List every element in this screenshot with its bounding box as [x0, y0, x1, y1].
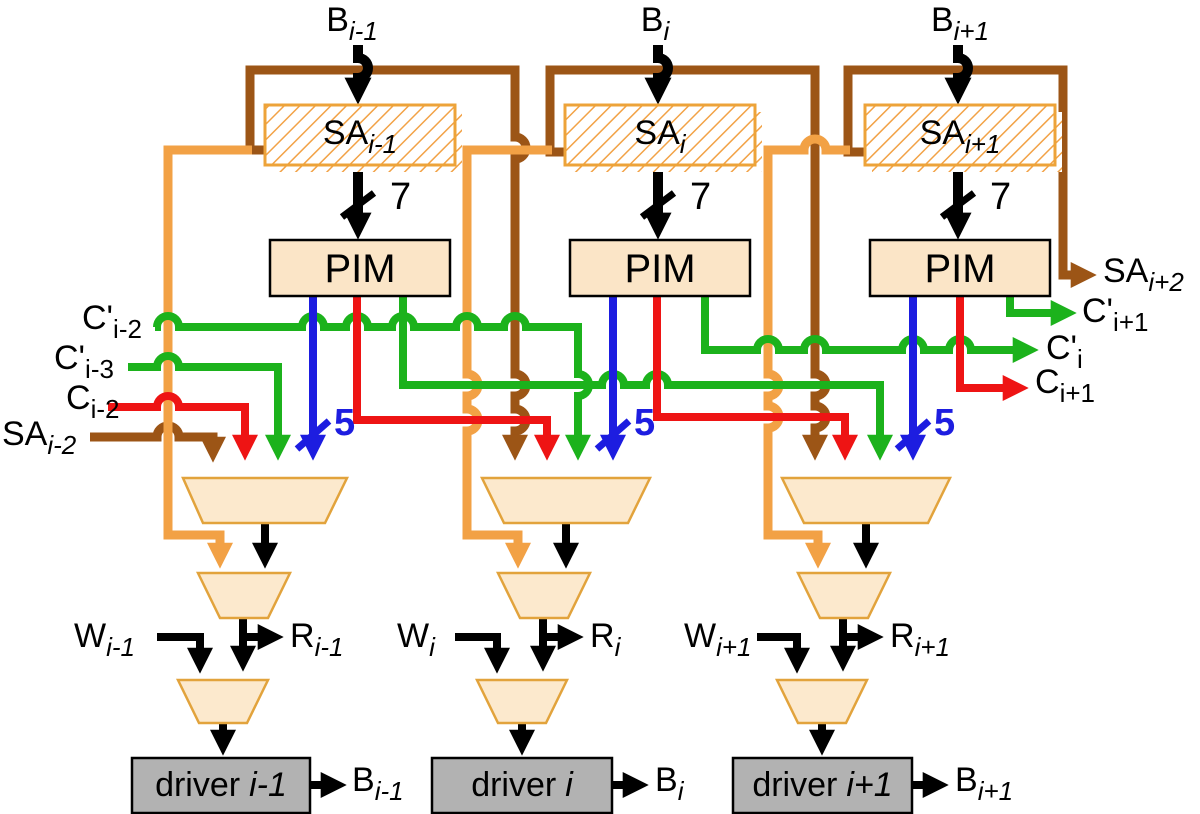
- mux3-trapezoid-col2: [474, 678, 570, 725]
- bus-slash-7-col2: [639, 190, 677, 220]
- wire-w-in-col1: [157, 633, 213, 674]
- sa-box-col1: [263, 103, 457, 167]
- label-b-out-col2: Bi: [655, 761, 684, 806]
- label-sa-i+2: SAi+2: [1103, 252, 1184, 297]
- wire-cprime-i+1-green: [1006, 295, 1077, 326]
- label-r-col3: Ri+1: [890, 617, 950, 662]
- label-c-i-2: Ci-2: [66, 379, 120, 424]
- label-sa-i-2: SAi-2: [2, 415, 77, 460]
- bus-width-7-col1: 7: [390, 176, 412, 218]
- mux3-trapezoid-col1: [175, 678, 271, 725]
- mux-trapezoid-col2: [479, 476, 653, 525]
- wire-sa-i-to-mux3-brown: [545, 65, 831, 461]
- wire-sa-feedback-col2-orange: [462, 145, 552, 569]
- mux-trapezoid-col3: [779, 476, 953, 525]
- mux-trapezoid-col1: [181, 476, 350, 525]
- wire-cprime-i-1-green: [399, 295, 893, 461]
- bus-slash-7-col3: [939, 190, 977, 220]
- label-pim-col3: PIM: [924, 247, 996, 291]
- wire-w-in-col2: [455, 633, 510, 674]
- label-cprime-i-3: C'i-3: [54, 339, 114, 384]
- label-w-col1: Wi-1: [74, 617, 135, 662]
- sa-box-col3: [863, 103, 1057, 167]
- bus-slash-7-col1: [339, 190, 377, 220]
- label-b-in-col3: Bi+1: [930, 1, 990, 46]
- wire-cprime-i-3-green: [128, 352, 291, 461]
- pim-box-col3: [868, 238, 1052, 298]
- driver-box-col3: [731, 756, 914, 814]
- mux2-trapezoid-col3: [795, 571, 893, 620]
- bus-width-7-col2: 7: [690, 176, 712, 218]
- pim-box-col1: [268, 238, 452, 298]
- label-pim-col1: PIM: [324, 247, 396, 291]
- wire-sa-i-1col-to-sa-i-2-brown: [843, 65, 1097, 288]
- label-cprime-i: C'i: [1046, 329, 1083, 374]
- label-b-in-col2: Bi: [640, 1, 670, 46]
- bus-width-5-col1: 5: [334, 402, 356, 444]
- wire-c-i+1-red: [956, 295, 1029, 401]
- wire-c-i-1-red: [353, 295, 560, 461]
- bus-width-7-col3: 7: [990, 176, 1012, 218]
- bus-slash-5-col2: [594, 418, 632, 452]
- label-b-out-col1: Bi-1: [352, 761, 404, 806]
- pim-box-col2: [568, 238, 752, 298]
- wire-sa-feedback-col1-orange: [163, 145, 252, 569]
- wire-w-in-col3: [757, 633, 810, 674]
- wire-c-i-red: [653, 295, 858, 461]
- driver-box-col1: [130, 756, 312, 814]
- wire-b-in-col3: [944, 45, 973, 105]
- wire-b-in-col1: [344, 45, 373, 105]
- wire-cprime-i-green: [701, 295, 1039, 363]
- bus-width-5-col3: 5: [934, 402, 956, 444]
- bus-width-5-col2: 5: [634, 402, 656, 444]
- label-sa-col1: SAi-1: [322, 114, 398, 159]
- bus-slash-5-col3: [894, 418, 932, 452]
- label-pim-col2: PIM: [624, 247, 696, 291]
- label-cprime-i-2: C'i-2: [82, 299, 142, 344]
- label-sa-col2: SAi: [634, 114, 686, 159]
- mux3-trapezoid-col3: [774, 678, 870, 725]
- driver-box-col2: [430, 756, 614, 814]
- label-r-col1: Ri-1: [290, 617, 344, 662]
- wire-sa-i-2-to-mux1-brown: [90, 421, 226, 463]
- label-r-col2: Ri: [590, 617, 621, 662]
- label-sa-col3: SAi+1: [919, 114, 1001, 159]
- label-b-out-col3: Bi+1: [955, 761, 1014, 806]
- wire-b-in-col2: [644, 45, 673, 105]
- sa-box-col2: [563, 103, 757, 167]
- bus-slash-5-col1: [294, 418, 332, 452]
- label-c-i+1: Ci+1: [1035, 363, 1095, 408]
- label-w-col3: Wi+1: [684, 617, 752, 662]
- mux2-trapezoid-col2: [495, 571, 593, 620]
- label-cprime-i+1: C'i+1: [1082, 292, 1149, 337]
- label-w-col2: Wi: [397, 617, 435, 662]
- wire-c-i-2-red: [108, 392, 258, 461]
- label-b-in-col1: Bi-1: [326, 1, 378, 46]
- mux2-trapezoid-col1: [195, 571, 293, 620]
